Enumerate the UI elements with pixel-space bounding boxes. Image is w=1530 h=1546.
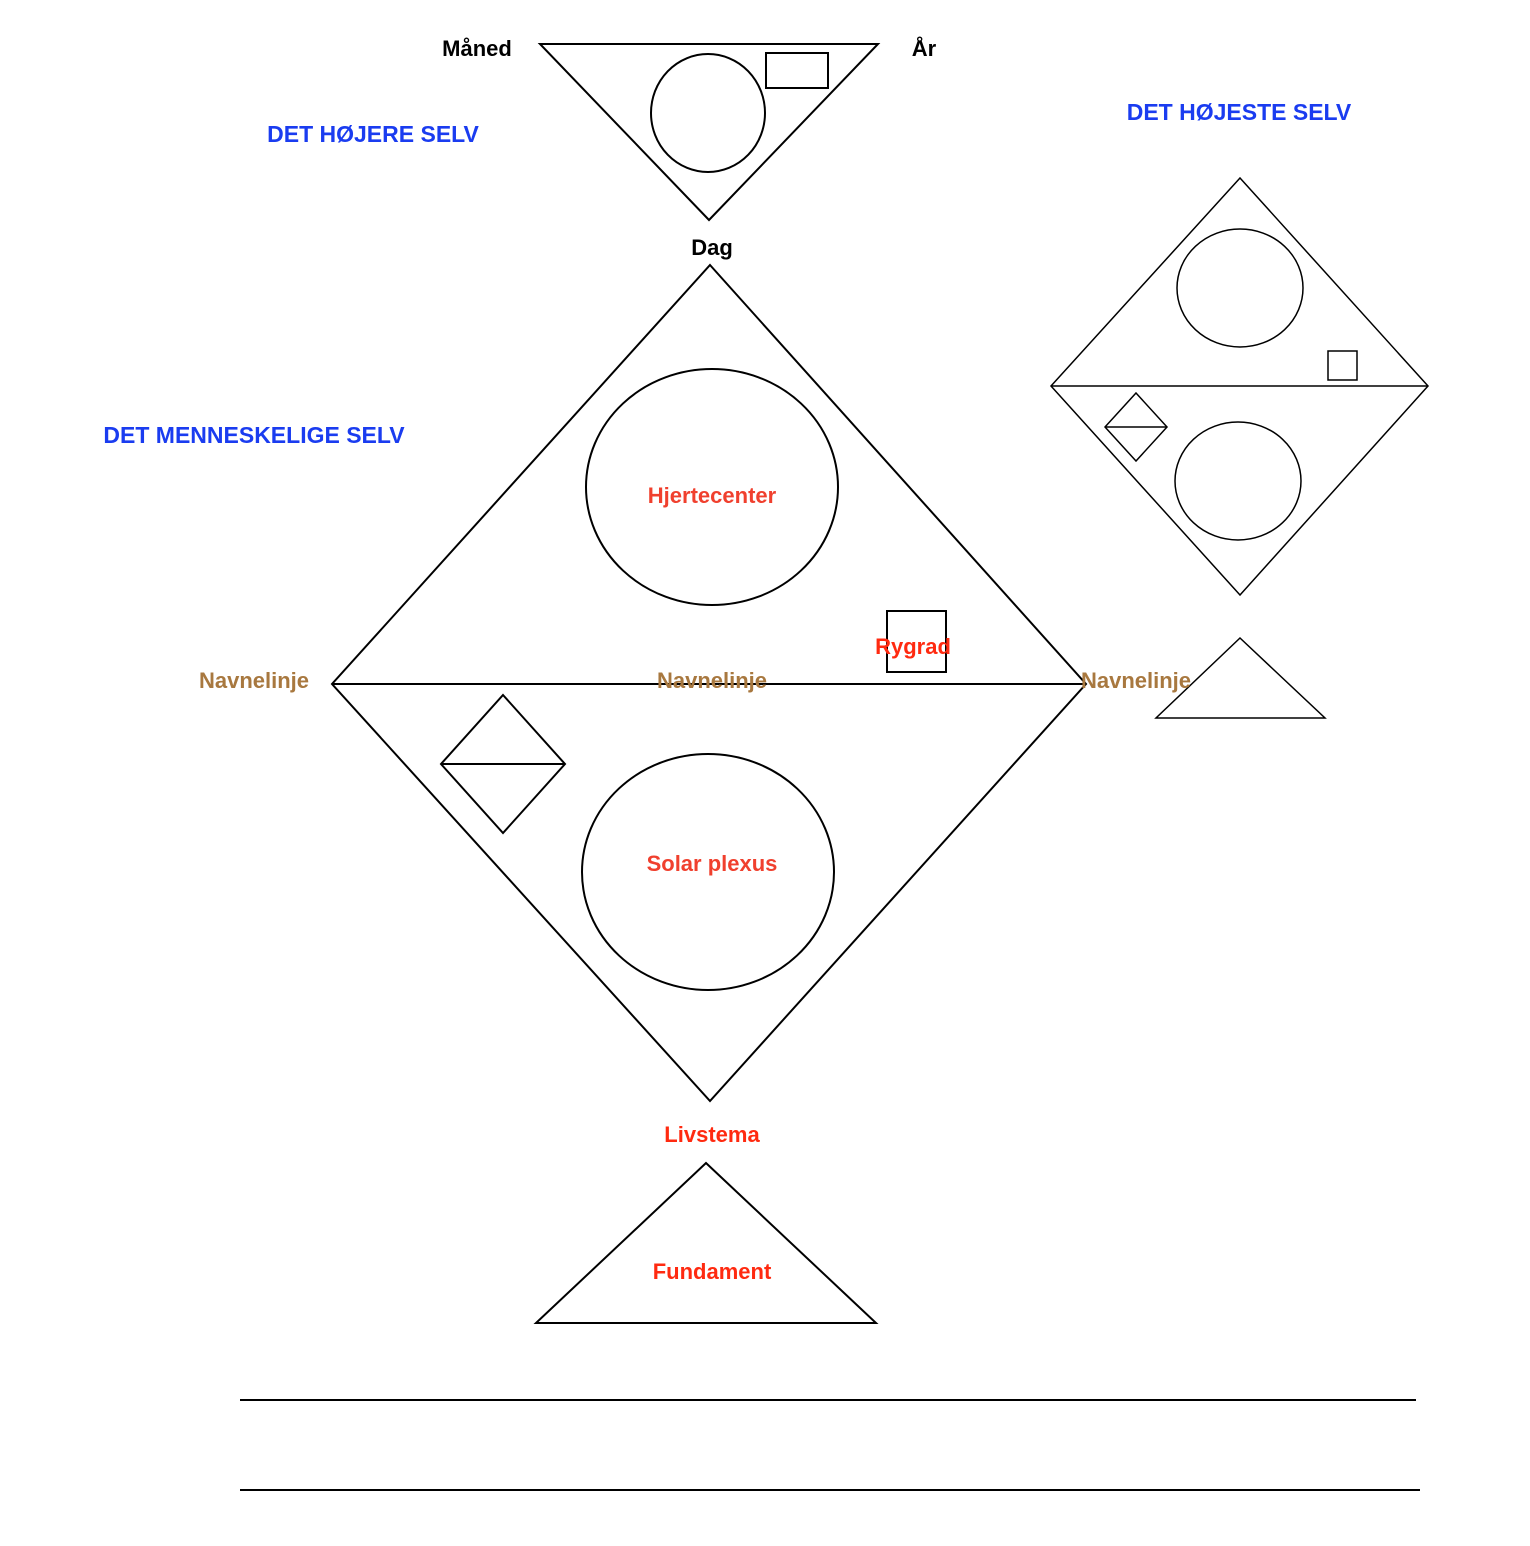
highest-self-top-circle	[1176, 228, 1304, 348]
highest-self-diamond	[1049, 176, 1430, 597]
top-inverted-triangle	[537, 43, 881, 222]
highest-self-triangle	[1154, 636, 1327, 719]
spine-square	[886, 610, 947, 673]
human-self-heading: DET MENNESKELIGE SELV	[103, 422, 405, 448]
higher-self-heading: DET HØJERE SELV	[267, 121, 479, 147]
heart-center-circle	[585, 368, 839, 606]
highest-self-square	[1327, 350, 1358, 381]
name-line-right-label: Navnelinje	[1081, 668, 1191, 693]
heart-center-label: Hjertecenter	[648, 483, 777, 508]
solar-plexus-label: Solar plexus	[647, 851, 778, 876]
foundation-triangle	[533, 1161, 879, 1324]
small-diamond	[439, 693, 567, 835]
spine-label: Rygrad	[875, 634, 951, 659]
life-theme-label: Livstema	[664, 1122, 760, 1147]
highest-self-small-diamond	[1103, 391, 1169, 463]
name-line-center-label: Navnelinje	[657, 668, 767, 693]
year-label: År	[912, 35, 937, 61]
top-rectangle	[765, 52, 829, 89]
main-diamond	[330, 263, 1088, 1103]
highest-self-bottom-circle	[1174, 421, 1302, 541]
top-circle	[650, 53, 766, 173]
highest-self-heading: DET HØJESTE SELV	[1127, 99, 1352, 125]
name-line-left-label: Navnelinje	[199, 668, 309, 693]
solar-plexus-circle	[581, 753, 835, 991]
foundation-label: Fundament	[653, 1259, 772, 1284]
month-label: Måned	[442, 36, 512, 61]
day-label: Dag	[691, 235, 733, 260]
